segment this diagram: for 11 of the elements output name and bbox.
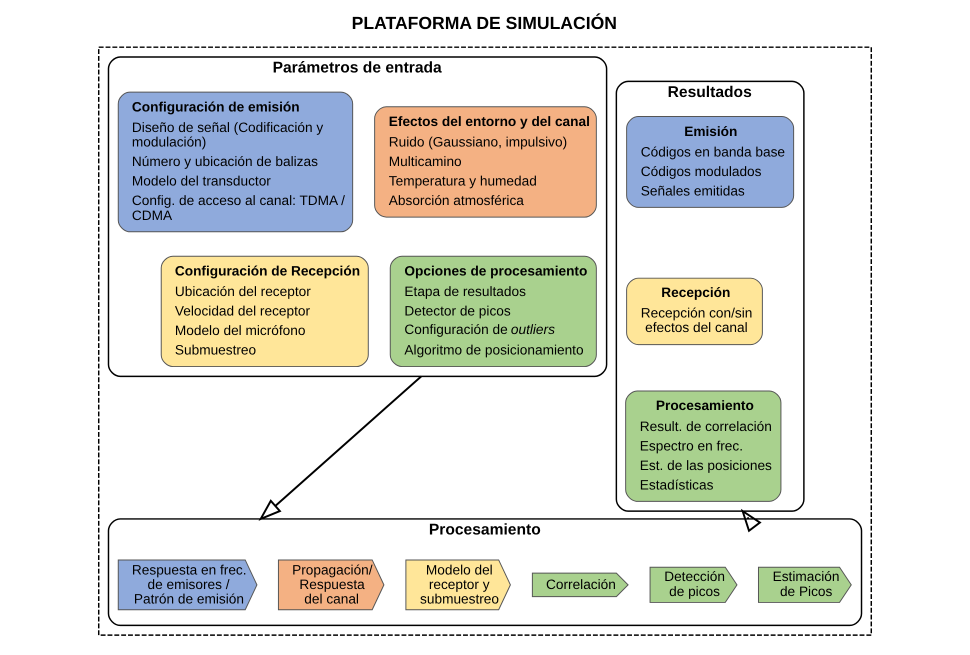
- diagram-title: PLATAFORMA DE SIMULACIÓN: [352, 13, 617, 34]
- node-box: Efectos del entorno y del canal Ruido (Gaussiano, impulsivo) Multicamino Temperatura y humedad Absorción atmosférica: [374, 106, 597, 218]
- node-box: Emisión Códigos en banda base Códigos modulados Señales emitidas: [626, 116, 794, 208]
- node-box: Configuración de Recepción Ubicación del receptor Velocidad del receptor Modelo del micrófono Submuestreo: [160, 256, 369, 368]
- node-box: Opciones de procesamiento Etapa de resultados Detector de picos Configuración de outliers Algoritmo de posicionamiento: [390, 256, 597, 368]
- arrow: [258, 376, 422, 521]
- node-box: Configuración de emisión Diseño de señal (Codificación y modulación) Número y ubicación de balizas Modelo del transductor Config. de acceso al canal: TDMA / CDMA: [118, 92, 354, 232]
- cluster: [98, 46, 872, 636]
- arrow: [740, 508, 762, 532]
- node-box: Recepción Recepción con/sin efectos del canal: [626, 278, 763, 346]
- node-box: Procesamiento Result. de correlación Espectro en frec. Est. de las posiciones Estadísticas: [625, 390, 782, 502]
